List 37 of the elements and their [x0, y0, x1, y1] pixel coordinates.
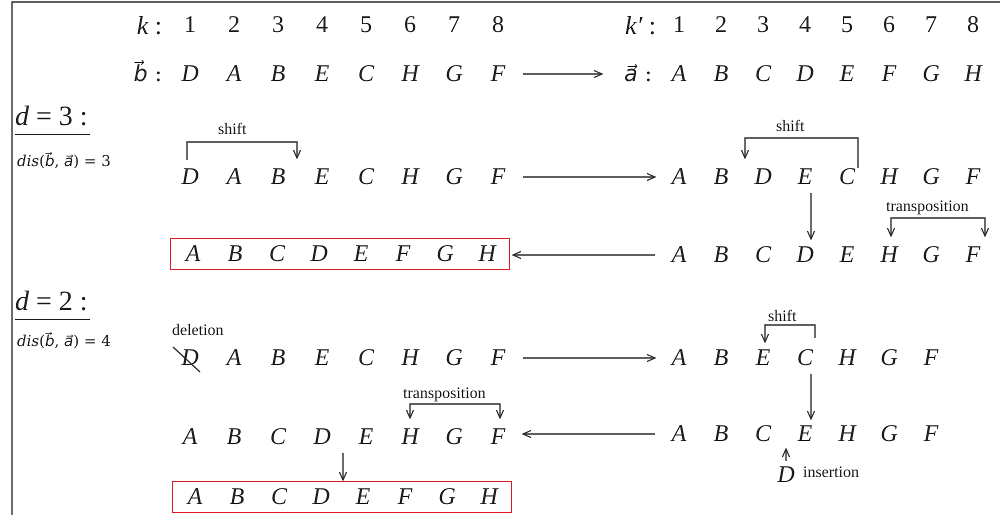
- letter-sequence: A B C D E H G F: [168, 422, 520, 452]
- position-numbers: 1 2 3 4 5 6 7 8: [183, 11, 505, 40]
- letter-sequence: A B D E C H G F: [658, 162, 994, 192]
- letter-sequence: D A B E C H G F: [168, 162, 520, 192]
- arrow: [782, 448, 790, 461]
- letter-sequence: D A B E C H G F: [180, 61, 506, 87]
- arrow: [522, 430, 655, 438]
- operation-label: deletion: [172, 321, 224, 341]
- operation-label: transposition: [403, 384, 486, 404]
- operation-label: shift: [768, 307, 796, 327]
- arrow: [338, 453, 348, 481]
- operation-label: insertion: [803, 463, 859, 483]
- arrow: [523, 354, 656, 362]
- vector-label: b⃗ :: [132, 59, 163, 89]
- index-label: k′ :: [624, 10, 656, 42]
- letter-sequence: A B C D E H G F: [658, 240, 994, 270]
- arrow: [512, 250, 655, 260]
- operation-label: transposition: [886, 197, 969, 217]
- index-label: k :: [136, 10, 162, 42]
- letter-sequence: A B C E H G F: [658, 420, 952, 448]
- result-sequence-box: A B C D E F G H: [172, 481, 512, 513]
- result-sequence-box: A B C D E F G H: [170, 238, 510, 270]
- distance-formula: dis(b⃗, a⃗) = 4: [17, 331, 111, 352]
- operation-label: shift: [776, 117, 804, 137]
- letter-sequence: A B E C H G F: [658, 343, 952, 373]
- operation-label: shift: [218, 120, 246, 140]
- arrow: [523, 70, 603, 78]
- arrow: [523, 172, 656, 182]
- arrow: [806, 193, 816, 240]
- distance-heading: d = 3 :: [15, 100, 90, 135]
- letter-sequence: A B C D E F G H: [669, 61, 984, 87]
- distance-formula: dis(b⃗, a⃗) = 3: [17, 151, 111, 172]
- position-numbers: 1 2 3 4 5 6 7 8: [672, 11, 980, 40]
- inserted-letter: D: [773, 462, 799, 488]
- distance-heading: d = 2 :: [15, 285, 90, 320]
- arrow: [806, 374, 816, 420]
- vector-label: a⃗ :: [623, 61, 653, 89]
